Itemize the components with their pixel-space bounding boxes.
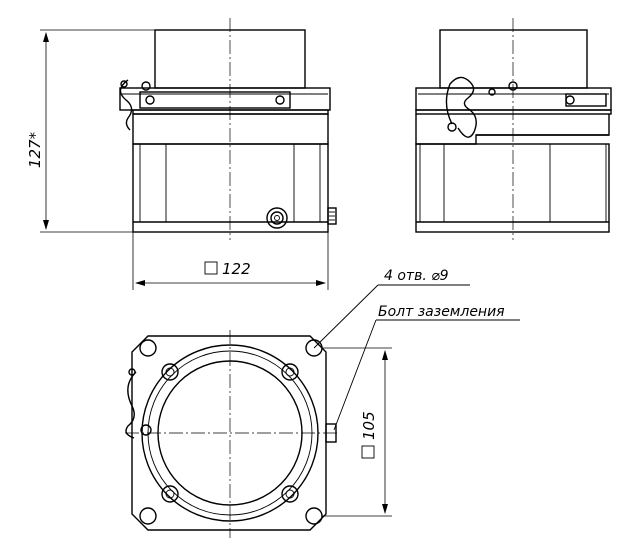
callout-holes: 4 отв. ⌀9: [313, 268, 470, 349]
hole-spacing-label: 105: [360, 411, 378, 440]
dimension-hole-spacing: 105: [322, 347, 392, 517]
holes-label: 4 отв. ⌀9: [384, 268, 449, 284]
width-label: 122: [222, 260, 251, 278]
top-view: [125, 330, 340, 538]
callout-ground-bolt: Болт заземления: [333, 304, 520, 431]
dimension-width: 122: [132, 232, 329, 290]
height-label: 127*: [26, 131, 44, 168]
front-view: [119, 18, 337, 240]
dimension-height: 127*: [26, 29, 155, 233]
side-view: [415, 18, 612, 240]
ground-bolt-label: Болт заземления: [378, 304, 505, 320]
